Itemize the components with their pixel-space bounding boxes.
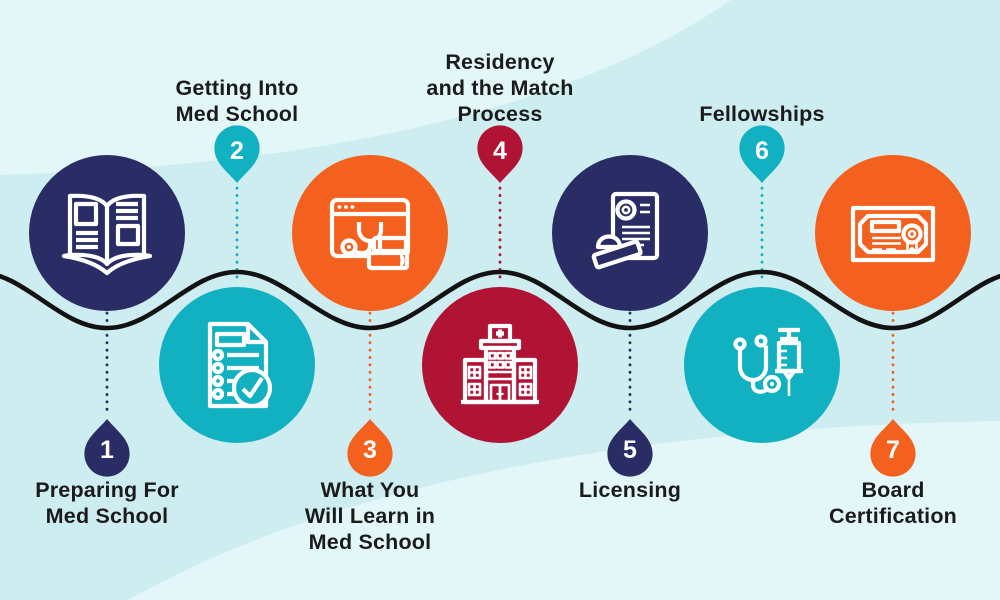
step-3-label: What You Will Learn in Med School (304, 478, 436, 554)
step-markers (84, 125, 916, 477)
step-1-label: Preparing For Med School (35, 478, 179, 528)
step-4 (422, 287, 578, 443)
step-4-label: Residency and the Match Process (426, 50, 574, 126)
timeline-wave-line (0, 269, 1000, 331)
background-swoosh-bottom (128, 421, 1000, 600)
step-3-number: 3 (363, 436, 377, 464)
step-6-marker (739, 125, 785, 183)
step-7 (815, 155, 971, 311)
step-5-label: Licensing (578, 478, 682, 502)
step-3 (292, 155, 448, 311)
step-2-number: 2 (230, 137, 244, 165)
hospital-icon (461, 323, 539, 405)
step-3-marker (347, 419, 393, 477)
step-3-circle (292, 155, 448, 311)
step-6 (684, 287, 840, 443)
step-1 (29, 155, 185, 311)
step-2-label: Getting Into Med School (175, 76, 299, 126)
step-5 (552, 155, 708, 311)
step-2-circle (159, 287, 315, 443)
step-5-number: 5 (623, 436, 637, 464)
step-7-number: 7 (886, 436, 900, 464)
step-1-number: 1 (100, 436, 114, 464)
step-6-label: Fellowships (699, 102, 825, 126)
online-learning-icon (329, 197, 411, 271)
step-7-marker (870, 419, 916, 477)
background-swoosh-top (0, 0, 731, 175)
license-stamp-icon (591, 191, 660, 270)
certificate-icon (850, 205, 936, 263)
stethoscope-syringe-icon (733, 327, 803, 396)
checklist-icon (207, 321, 273, 409)
step-2-marker (214, 125, 260, 183)
step-6-number: 6 (755, 137, 769, 165)
step-5-marker (607, 419, 653, 477)
step-7-label: Board Certification (828, 478, 958, 528)
step-1-marker (84, 419, 130, 477)
step-6-circle (684, 287, 840, 443)
step-2 (159, 287, 315, 443)
open-book-icon (61, 193, 153, 276)
step-4-marker (477, 125, 523, 183)
step-4-number: 4 (493, 137, 507, 165)
